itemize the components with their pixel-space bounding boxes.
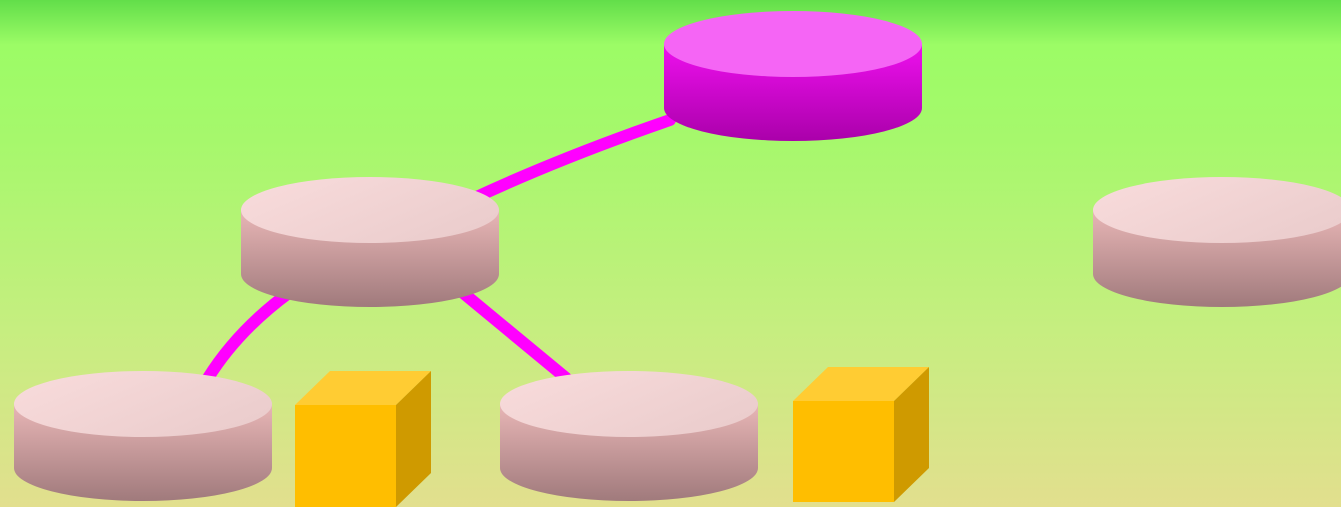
connector-mid-left-to-bottom-left — [202, 286, 296, 384]
cube-node-left[interactable] — [295, 371, 431, 507]
database-node-mid-right[interactable] — [1093, 177, 1341, 307]
database-node-bottom-center[interactable] — [500, 371, 758, 501]
cube-node-right[interactable] — [793, 367, 929, 502]
connector-root-to-mid-left — [464, 114, 676, 206]
database-node-bottom-left[interactable] — [14, 371, 272, 501]
connector-mid-left-to-bottom-center — [456, 286, 572, 384]
database-node-mid-left[interactable] — [241, 177, 499, 307]
database-node-root[interactable] — [664, 11, 922, 141]
